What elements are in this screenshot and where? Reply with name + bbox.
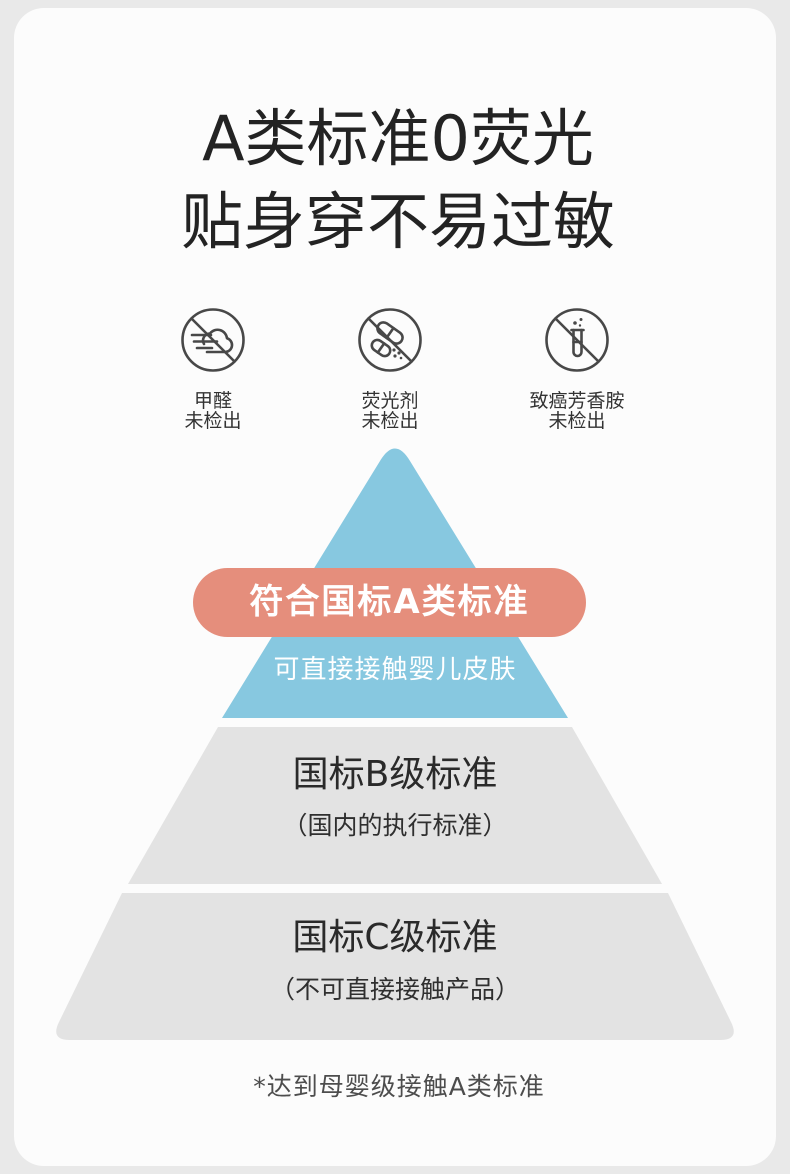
feature-label-line-1: 甲醛 [193,390,232,412]
formaldehyde-prohibited-icon [180,307,246,373]
feature-label-line-2: 未检出 [184,410,242,432]
icon-ring [181,308,245,372]
tube-body [572,328,583,358]
icon-ring [545,308,609,372]
formaldehyde-icon-graphic [181,308,245,372]
tier-c-description: （不可直接接触产品） [269,975,520,1004]
tier-c-title: 国标C级标准 [292,917,498,958]
tier-b-title: 国标B级标准 [292,754,498,795]
footnote: *达到母婴级接触A类标准 [253,1072,545,1101]
prohibition-slash [190,317,236,363]
feature-label-line-2: 未检出 [548,410,606,432]
feature-label: 致癌芳香胺 未检出 [497,391,657,431]
headline-line-2: 贴身穿不易过敏 [180,185,615,258]
prohibition-slash [367,317,413,363]
headline-line-1: A类标准0荧光 [202,102,594,175]
pyramid-tier-c [56,893,734,1040]
tier-a-description: 可直接接触婴儿皮肤 [273,655,517,685]
powder-dots [392,348,403,360]
feature-fluorescent-agent: 荧光剂 未检出 [310,307,470,437]
icon-ring [358,308,422,372]
test-tube-icon-graphic [545,308,609,372]
feature-label: 荧光剂 未检出 [310,391,470,431]
feature-carcinogenic-amine: 致癌芳香胺 未检出 [497,307,657,437]
feature-label-line-2: 未检出 [361,410,419,432]
pill-icon-graphic [358,308,422,372]
feature-formaldehyde: 甲醛 未检出 [133,307,293,437]
bubbles [573,318,583,327]
feature-label-line-1: 荧光剂 [361,390,419,412]
pyramid-tier-b [128,727,662,884]
feature-label-line-1: 致癌芳香胺 [529,390,625,412]
capsule-small [370,338,392,358]
feature-label: 甲醛 未检出 [133,391,293,431]
prohibition-slash [554,317,600,363]
fluorescent-agent-prohibited-icon [357,307,423,373]
tier-a-badge: 符合国标A类标准 [193,568,586,637]
carcinogenic-amine-prohibited-icon [544,307,610,373]
tier-b-description: （国内的执行标准） [282,811,508,840]
